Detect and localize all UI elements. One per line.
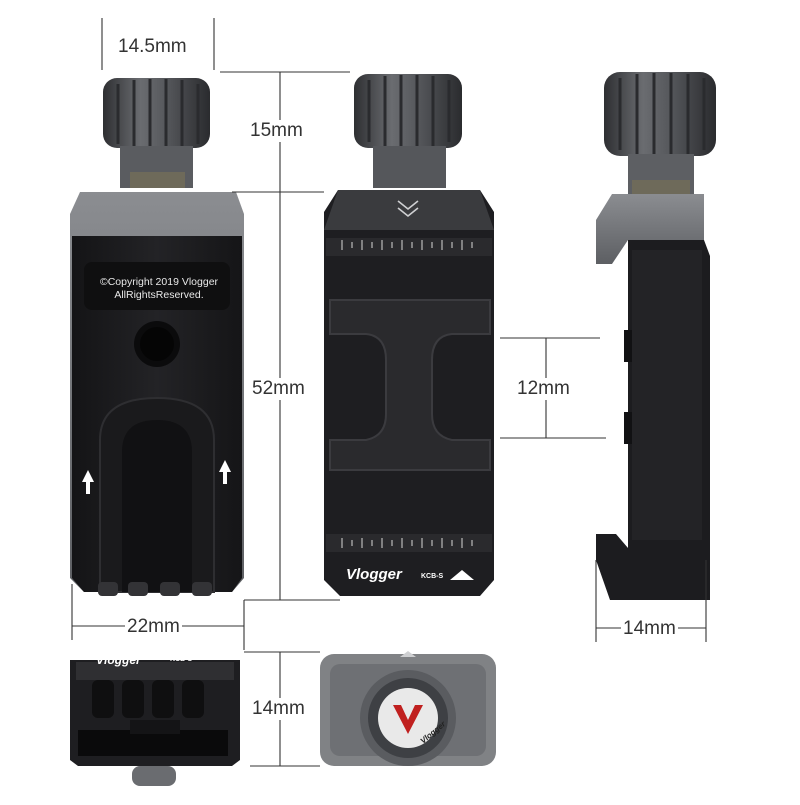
copyright-line-2: AllRightsReserved.: [114, 289, 204, 301]
back-view: [324, 74, 494, 596]
dim-end-height: 14mm: [250, 698, 307, 720]
dim-knob-width: 14.5mm: [116, 36, 189, 58]
side-view: [596, 72, 716, 600]
dim-side-depth: 14mm: [621, 618, 678, 640]
brand-name-back: Vlogger: [346, 566, 402, 583]
dim-body-length: 52mm: [250, 378, 307, 400]
copyright-line-1: ©Copyright 2019 Vlogger: [99, 276, 219, 288]
model-name-back: KCB-S: [421, 573, 444, 580]
dim-slot-width: 12mm: [515, 378, 572, 400]
end-view: [70, 660, 240, 786]
front-view: [70, 78, 244, 596]
top-view: [320, 651, 496, 766]
brand-name-end: Vlogger: [96, 653, 141, 667]
copyright-text: ©Copyright 2019 Vlogger AllRightsReserve…: [84, 276, 234, 302]
model-name-end: KCB-S: [170, 656, 193, 663]
dim-body-width: 22mm: [125, 616, 182, 638]
dim-knob-height: 15mm: [248, 120, 305, 142]
